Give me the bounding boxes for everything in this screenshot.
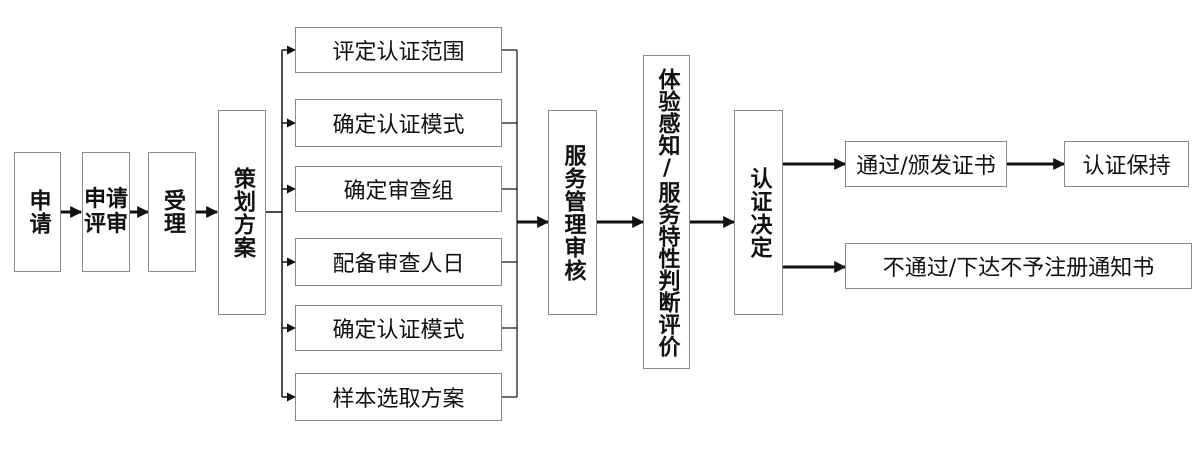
step-apply-label: 申请 (25, 189, 51, 235)
plan-item: 评定认证范围 (295, 27, 502, 73)
plan-item-label: 配备审查人日 (332, 252, 465, 277)
plan-item: 确定认证模式 (295, 99, 502, 147)
step-review-label-line1: 申请 (83, 187, 128, 212)
step-review-label-line2: 评审 (83, 212, 128, 237)
plan-item: 确定认证模式 (295, 305, 502, 351)
plan-item: 样本选取方案 (295, 373, 502, 421)
outcome-fail-label: 不通过/下达不予注册通知书 (882, 256, 1155, 281)
outcome-maintain: 认证保持 (1064, 141, 1189, 187)
step-decision-label: 认证决定 (746, 166, 772, 259)
plan-item-label: 确定认证模式 (332, 113, 465, 138)
plan-item-label: 样本选取方案 (332, 387, 465, 412)
outcome-pass-label: 通过/颁发证书 (856, 154, 996, 179)
plan-item: 确定审查组 (295, 166, 502, 212)
step-service-review: 服务管理审核 (548, 110, 597, 315)
plan-item-label: 评定认证范围 (332, 40, 465, 65)
step-accept: 受理 (148, 152, 196, 272)
plan-item: 配备审查人日 (295, 238, 502, 286)
step-plan: 策划方案 (218, 110, 266, 315)
step-decision: 认证决定 (734, 110, 783, 315)
outcome-fail: 不通过/下达不予注册通知书 (845, 243, 1192, 289)
step-experience: 体验感知/服务特性判断评价 (643, 55, 690, 369)
step-plan-label: 策划方案 (230, 166, 255, 259)
step-accept-label: 受理 (160, 189, 185, 235)
plan-item-label: 确定认证模式 (332, 318, 465, 343)
outcome-maintain-label: 认证保持 (1082, 154, 1171, 179)
outcome-pass: 通过/颁发证书 (845, 141, 1007, 187)
step-experience-label: 体验感知/服务特性判断评价 (654, 67, 680, 357)
step-review: 申请 评审 (82, 152, 130, 272)
step-apply: 申请 (14, 152, 61, 272)
step-service-review-label: 服务管理审核 (560, 143, 586, 282)
plan-item-label: 确定审查组 (343, 179, 454, 204)
